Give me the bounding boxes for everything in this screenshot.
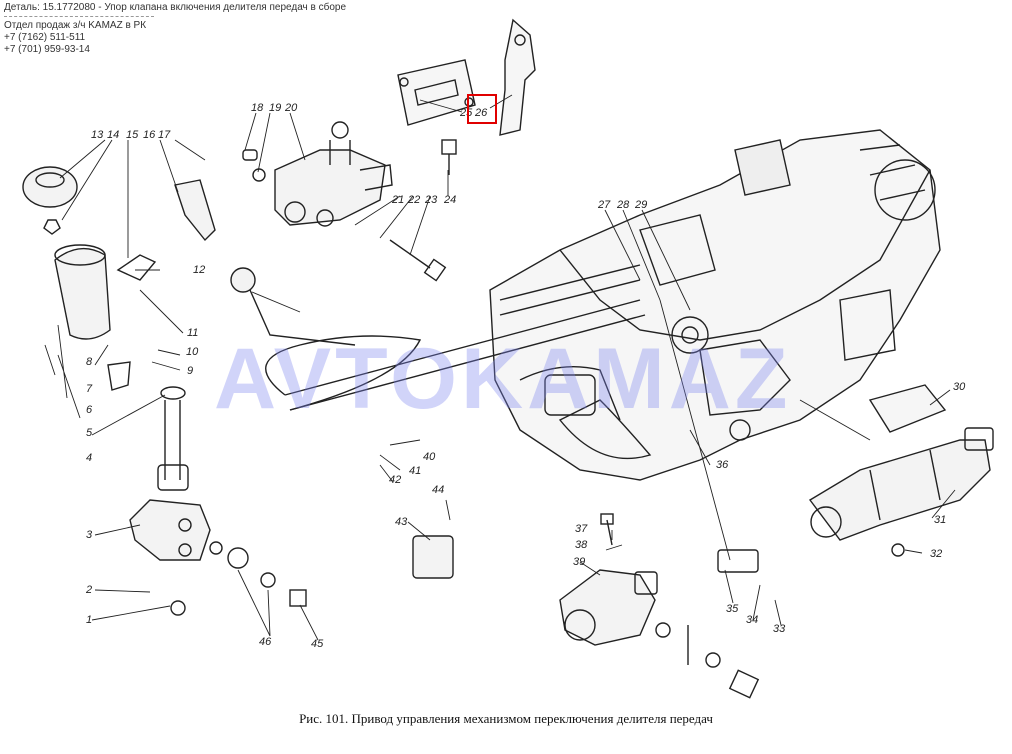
part-label-30: 30 <box>953 381 966 393</box>
part-label-5: 5 <box>86 427 93 439</box>
part-label-46: 46 <box>259 636 272 648</box>
part-label-44: 44 <box>432 484 444 496</box>
part-label-24: 24 <box>443 194 456 206</box>
part-label-6: 6 <box>86 404 93 416</box>
part-label-33: 33 <box>773 623 786 635</box>
part-label-9: 9 <box>187 365 193 377</box>
part-label-7: 7 <box>86 383 93 395</box>
plate-30 <box>868 384 947 433</box>
figure-caption: Рис. 101. Привод управления механизмом п… <box>299 711 713 726</box>
part-label-16: 16 <box>143 129 156 141</box>
part-labels: 1 2 3 4 5 6 7 8 9 10 11 12 13 14 15 16 1… <box>85 102 966 650</box>
header-divider <box>4 16 154 17</box>
part-label-26: 26 <box>474 107 488 119</box>
part-label-20: 20 <box>284 102 298 114</box>
part-label-19: 19 <box>269 102 281 114</box>
plate-25 <box>397 59 476 126</box>
part-label-27: 27 <box>597 199 611 211</box>
part-label-2: 2 <box>85 584 92 596</box>
part-label-4: 4 <box>86 452 92 464</box>
cover-13 <box>22 166 78 208</box>
part-label-10: 10 <box>186 346 199 358</box>
part-label-14: 14 <box>107 129 119 141</box>
part-label-45: 45 <box>311 638 324 650</box>
valve-housing-3 <box>129 386 211 561</box>
part-label-13: 13 <box>91 129 104 141</box>
part-label-1: 1 <box>86 614 92 626</box>
shift-rod <box>265 299 646 411</box>
part-label-37: 37 <box>575 523 588 535</box>
part-label-21: 21 <box>391 194 404 206</box>
part-label-29: 29 <box>634 199 647 211</box>
part-label-35: 35 <box>726 603 739 615</box>
part-label-43: 43 <box>395 516 408 528</box>
valve-20 <box>274 121 393 227</box>
phone-1: +7 (7162) 511-511 <box>4 32 86 43</box>
part-label-31: 31 <box>934 514 946 526</box>
part-label-41: 41 <box>409 465 421 477</box>
detail-line: Деталь: 15.1772080 - Упор клапана включе… <box>4 2 347 13</box>
header: Деталь: 15.1772080 - Упор клапана включе… <box>4 2 346 56</box>
part-label-38: 38 <box>575 539 588 551</box>
part-label-22: 22 <box>407 194 420 206</box>
part-label-23: 23 <box>424 194 438 206</box>
part-35 <box>717 549 759 573</box>
phone-2: +7 (701) 959-93-14 <box>4 44 90 55</box>
part-label-28: 28 <box>616 199 630 211</box>
valve-31 <box>808 427 994 541</box>
part-label-39: 39 <box>573 556 585 568</box>
part-label-25: 25 <box>459 107 473 119</box>
part-39 <box>559 569 658 646</box>
part-label-8: 8 <box>86 356 93 368</box>
gearbox-assembly <box>489 129 941 481</box>
housing-8 <box>54 244 111 340</box>
part-label-40: 40 <box>423 451 436 463</box>
bracket-26 <box>499 18 536 136</box>
part-label-15: 15 <box>126 129 139 141</box>
part-label-11: 11 <box>187 327 198 339</box>
part-43 <box>412 535 454 579</box>
part-label-36: 36 <box>716 459 729 471</box>
part-label-34: 34 <box>746 614 758 626</box>
part-label-32: 32 <box>930 548 942 560</box>
dept-line: Отдел продаж з/ч KAMAZ в РК <box>4 20 147 31</box>
highlight-part-26 <box>467 94 497 124</box>
part-label-17: 17 <box>158 129 171 141</box>
watermark: AVTOKAMAZ <box>214 331 792 427</box>
part-6-shape <box>107 361 131 391</box>
part-label-12: 12 <box>193 264 205 276</box>
part-label-18: 18 <box>251 102 264 114</box>
part-label-42: 42 <box>389 474 401 486</box>
part-label-3: 3 <box>86 529 93 541</box>
